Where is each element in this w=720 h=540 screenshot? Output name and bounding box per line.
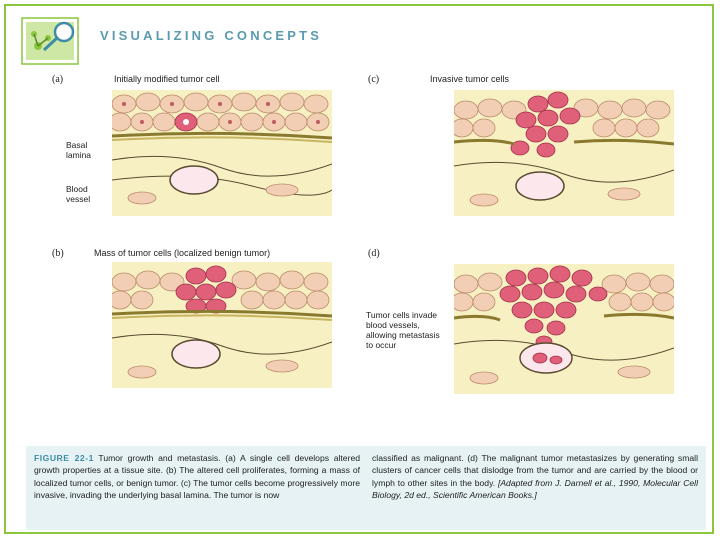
series-title: VISUALIZING CONCEPTS [100, 28, 323, 43]
panel-a-label: (a) [52, 74, 64, 85]
panel-d-illustration [454, 264, 674, 394]
panel-b-title: Mass of tumor cells (localized benign tu… [94, 248, 271, 258]
panel-c-label: (c) [368, 74, 380, 85]
blood-vessel-label: Blood vessel [66, 184, 91, 204]
panel-b-label: (b) [52, 248, 64, 259]
panel-a-illustration [112, 90, 332, 216]
panel-d-annotation: Tumor cells invade blood vessels, allowi… [366, 310, 440, 350]
caption-left-column: FIGURE 22-1 Tumor growth and metastasis.… [34, 452, 360, 502]
caption-right-column: classified as malignant. (d) The maligna… [372, 452, 698, 502]
caption-left-text: Tumor growth and metastasis. (a) A singl… [34, 453, 361, 501]
caption-right-text: classified as malignant. (d) The maligna… [372, 453, 698, 488]
panel-d-label: (d) [368, 248, 380, 259]
panel-b-illustration [112, 262, 332, 388]
caption-citation: [Adapted from J. Darnell et al., 1990, M… [372, 477, 698, 501]
panel-c-illustration [454, 90, 674, 216]
panel-a-title: Initially modified tumor cell [114, 74, 220, 84]
slide-frame: VISUALIZING CONCEPTS (a) Initially modif… [4, 4, 714, 534]
basal-lamina-label: Basal lamina [66, 140, 92, 160]
panel-c-title: Invasive tumor cells [430, 74, 510, 84]
figure-label: FIGURE 22-1 [34, 453, 94, 463]
magnifier-molecule-icon [21, 17, 79, 65]
figure-caption: FIGURE 22-1 Tumor growth and metastasis.… [26, 446, 706, 530]
